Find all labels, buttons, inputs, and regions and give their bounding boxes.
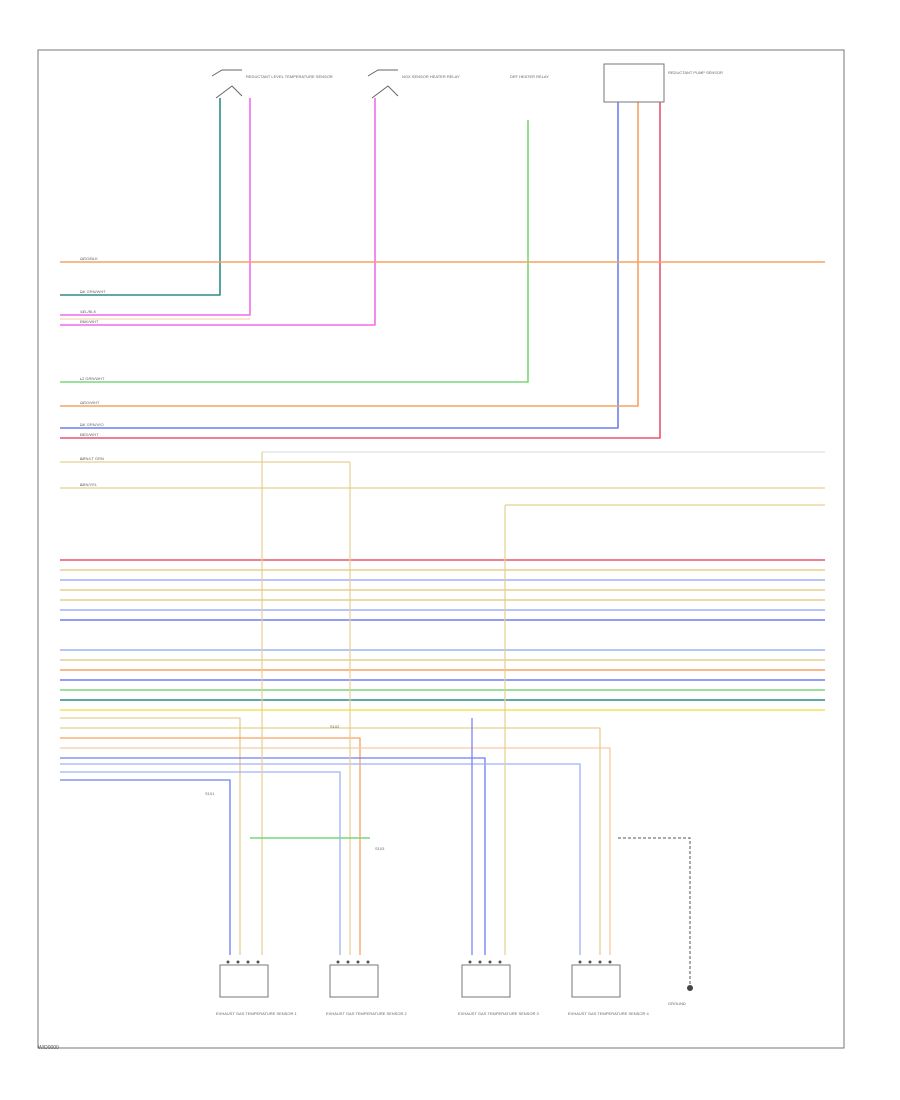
feed-wire — [60, 763, 581, 955]
bottom-component-label: EXHAUST GAS TEMPERATURE SENSOR 1 — [216, 1011, 297, 1016]
feed-wire — [60, 727, 601, 955]
ground-label: GROUND — [668, 1001, 686, 1006]
wire-orange-2 — [60, 100, 639, 407]
top-component-label: REDUCTANT PUMP SENSOR — [668, 70, 723, 75]
ground-symbol — [687, 985, 693, 991]
sensor-connector-box — [329, 964, 379, 998]
pin — [478, 960, 482, 964]
relay-switch-symbol — [211, 69, 243, 99]
components-group — [211, 63, 693, 998]
pin — [226, 960, 230, 964]
top-component-label: REDUCTANT LEVEL TEMPERATURE SENSOR — [246, 74, 333, 79]
ground-wire-dashed — [618, 837, 691, 985]
wire-label: PNK/WHT — [80, 319, 99, 324]
pin — [598, 960, 602, 964]
left-tag: — — [80, 289, 84, 294]
pin — [468, 960, 472, 964]
pin — [366, 960, 370, 964]
wire-blue-1 — [60, 100, 619, 429]
pin — [578, 960, 582, 964]
relay-switch-symbol — [367, 69, 399, 99]
wire-green-1 — [60, 120, 529, 383]
wire-label: BRN/LT GRN — [80, 456, 104, 461]
wire-label: DK GRN/WHT — [80, 289, 106, 294]
pin — [256, 960, 260, 964]
diagram-frame — [37, 49, 845, 1049]
feed-wire — [60, 747, 611, 955]
top-component-label: NOX SENSOR HEATER RELAY — [402, 74, 460, 79]
feed-wire — [60, 737, 361, 955]
pin — [236, 960, 240, 964]
left-tag: — — [80, 319, 84, 324]
splice-label: S101 — [205, 791, 215, 796]
sensor-connector-box — [571, 964, 621, 998]
sensor-connector-box — [219, 964, 269, 998]
left-tag: — — [80, 422, 84, 427]
splice-label: S102 — [330, 724, 340, 729]
feed-wire — [60, 717, 241, 955]
wire-label: DK GRN/VIO — [80, 422, 104, 427]
feed-wire — [60, 779, 231, 955]
splice-label: S103 — [375, 846, 385, 851]
labels-group: REDUCTANT LEVEL TEMPERATURE SENSOR NOX SE… — [80, 70, 723, 1016]
pin — [608, 960, 612, 964]
left-tag: — — [80, 256, 84, 261]
wire-teal-1 — [60, 98, 221, 296]
wire-label: ORG/BLK — [80, 256, 98, 261]
feed-wire — [60, 757, 486, 955]
bottom-component-label: EXHAUST GAS TEMPERATURE SENSOR 4 — [568, 1011, 649, 1016]
pin — [336, 960, 340, 964]
wire-label: LT GRN/WHT — [80, 376, 105, 381]
pin — [588, 960, 592, 964]
wire-red-1 — [60, 100, 661, 439]
feed-wire — [60, 771, 341, 955]
pin — [498, 960, 502, 964]
wire-pink-1 — [60, 98, 251, 316]
top-component-label: DEF HEATER RELAY — [510, 74, 549, 79]
left-tag: — — [80, 456, 84, 461]
wires-group — [60, 98, 825, 985]
wire-label: ORG/WHT — [80, 400, 100, 405]
left-tag: — — [80, 482, 84, 487]
wire-pink-2 — [60, 98, 376, 326]
pin — [246, 960, 250, 964]
left-tag: — — [80, 309, 84, 314]
wire-label: BRN/YEL — [80, 482, 98, 487]
wire-label: RED/WHT — [80, 432, 99, 437]
bottom-component-label: EXHAUST GAS TEMPERATURE SENSOR 2 — [326, 1011, 407, 1016]
left-tag: — — [80, 400, 84, 405]
reductant-pump-sensor-box — [603, 63, 665, 103]
left-tag: — — [80, 432, 84, 437]
pin — [356, 960, 360, 964]
pin — [488, 960, 492, 964]
bottom-component-label: EXHAUST GAS TEMPERATURE SENSOR 3 — [458, 1011, 539, 1016]
footer-code: W/D0000 — [38, 1045, 59, 1051]
wire-label: YEL/BLK — [80, 309, 97, 314]
pin — [346, 960, 350, 964]
sensor-connector-box — [461, 964, 511, 998]
left-tag: — — [80, 376, 84, 381]
